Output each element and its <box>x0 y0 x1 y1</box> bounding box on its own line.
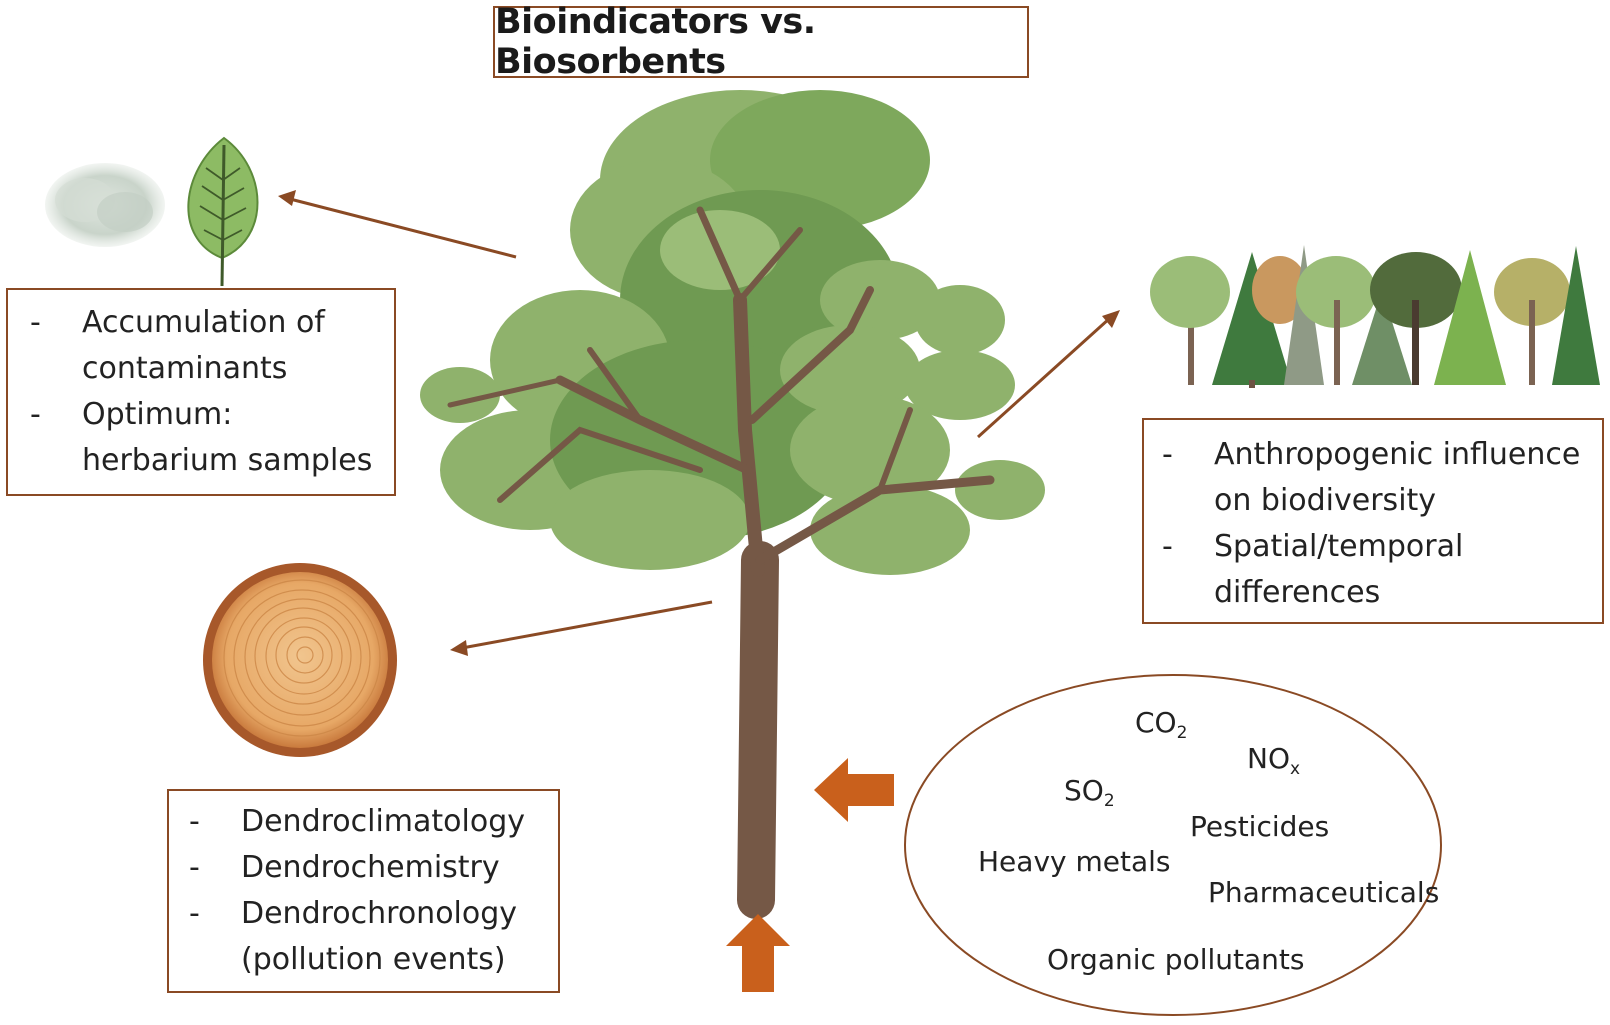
list-item: -Optimum: herbarium samples <box>30 397 373 478</box>
list-item: -Dendroclimatology <box>189 804 526 839</box>
title-box: Bioindicators vs. Biosorbents <box>493 2 1029 82</box>
forest-icon <box>1150 245 1600 388</box>
leaf-list: -Accumulation of contaminants -Optimum: … <box>28 300 388 484</box>
tree-ring-slice-icon <box>203 563 397 757</box>
arrow-to-forest <box>976 310 1120 439</box>
leaf-text-box: -Accumulation of contaminants -Optimum: … <box>6 288 396 496</box>
pollutant-co2: CO2 <box>1135 706 1188 743</box>
block-arrow-up <box>726 914 790 992</box>
forest-text-box: -Anthropogenic influence on biodiversity… <box>1142 418 1604 624</box>
wood-list: -Dendroclimatology -Dendrochemistry -Den… <box>187 799 557 983</box>
block-arrow-left <box>814 758 894 822</box>
leaf-icon <box>187 136 259 287</box>
forest-list: -Anthropogenic influence on biodiversity… <box>1160 432 1600 616</box>
list-item: -Dendrochronology (pollution events) <box>189 896 518 977</box>
pollutant-nox: NOx <box>1247 742 1301 779</box>
arrow-to-leaf <box>278 190 517 259</box>
page-title: Bioindicators vs. Biosorbents <box>495 2 816 82</box>
lichen-icon <box>45 163 165 247</box>
wood-text-box: -Dendroclimatology -Dendrochemistry -Den… <box>167 789 560 993</box>
pollutant-pesticides: Pesticides <box>1190 810 1330 843</box>
tree-crown <box>420 90 1045 575</box>
pollutant-ellipse <box>904 674 1442 1016</box>
pollutant-so2: SO2 <box>1064 774 1115 811</box>
list-item: -Dendrochemistry <box>189 850 500 885</box>
pollutant-heavy-metals: Heavy metals <box>978 845 1171 878</box>
pollutant-pharmaceuticals: Pharmaceuticals <box>1208 876 1440 909</box>
list-item: -Anthropogenic influence on biodiversity <box>1162 437 1581 518</box>
arrow-to-wood-slice <box>450 600 713 656</box>
pollutant-organic: Organic pollutants <box>1047 943 1305 976</box>
list-item: -Accumulation of contaminants <box>30 305 325 386</box>
list-item: -Spatial/temporal differences <box>1162 529 1464 610</box>
tree-trunk <box>447 206 995 919</box>
